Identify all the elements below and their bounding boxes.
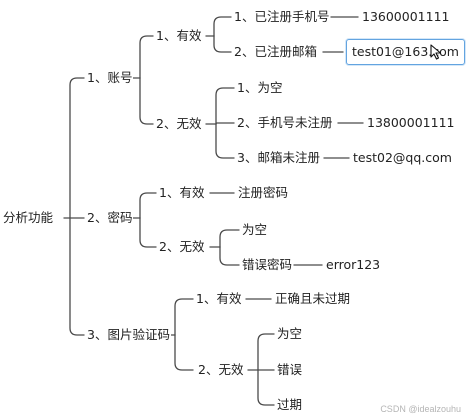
node-captcha-wrong[interactable]: 错误: [276, 361, 304, 379]
node-password[interactable]: 2、密码: [86, 209, 134, 227]
connector-line: [219, 246, 240, 266]
node-captcha[interactable]: 3、图片验证码: [86, 326, 171, 344]
node-unregistered-email[interactable]: 3、邮箱未注册: [236, 149, 321, 167]
connector-line: [257, 369, 275, 406]
node-unregistered-email-value[interactable]: test02@qq.com: [352, 149, 453, 167]
connector-line: [257, 333, 275, 371]
node-register-password[interactable]: 注册密码: [237, 184, 290, 202]
node-registered-phone[interactable]: 1、已注册手机号: [233, 8, 331, 26]
node-wrong-password-value[interactable]: error123: [325, 256, 382, 274]
node-account-empty[interactable]: 1、为空: [236, 79, 284, 97]
connector-line: [139, 192, 157, 219]
connector-line: [174, 298, 194, 336]
node-password-empty[interactable]: 为空: [241, 221, 269, 239]
connector-line: [69, 77, 85, 219]
connector-line: [215, 122, 235, 125]
connector-line: [69, 217, 85, 336]
node-account-valid[interactable]: 1、有效: [155, 27, 203, 45]
node-registered-phone-value[interactable]: 13600001111: [361, 8, 451, 26]
connector-line: [213, 16, 232, 37]
mouse-pointer-icon: [430, 44, 442, 60]
node-wrong-password[interactable]: 错误密码: [241, 256, 294, 274]
node-captcha-correct[interactable]: 正确且未过期: [274, 290, 352, 308]
node-account-invalid[interactable]: 2、无效: [155, 115, 203, 133]
connector-line: [139, 77, 154, 125]
node-unregistered-phone-value[interactable]: 13800001111: [366, 114, 456, 132]
node-password-invalid[interactable]: 2、无效: [158, 238, 206, 256]
connector-line: [174, 334, 194, 371]
node-registered-email[interactable]: 2、已注册邮箱: [233, 43, 318, 61]
connector-line: [219, 229, 240, 248]
node-root[interactable]: 分析功能: [2, 209, 55, 227]
node-unregistered-phone[interactable]: 2、手机号未注册: [236, 114, 334, 132]
connector-line: [215, 123, 235, 159]
node-captcha-expired[interactable]: 过期: [276, 396, 304, 414]
node-captcha-invalid[interactable]: 2、无效: [197, 361, 245, 379]
connector-line: [139, 217, 157, 248]
node-captcha-valid[interactable]: 1、有效: [195, 290, 243, 308]
connector-line: [213, 35, 232, 53]
node-registered-email-value[interactable]: test01@163.com: [346, 39, 465, 65]
connector-line: [215, 87, 235, 125]
node-account[interactable]: 1、账号: [86, 69, 134, 87]
watermark: CSDN @idealzouhu: [380, 404, 461, 414]
node-password-valid[interactable]: 1、有效: [158, 184, 206, 202]
connector-line: [139, 35, 154, 79]
node-captcha-empty[interactable]: 为空: [276, 325, 304, 343]
